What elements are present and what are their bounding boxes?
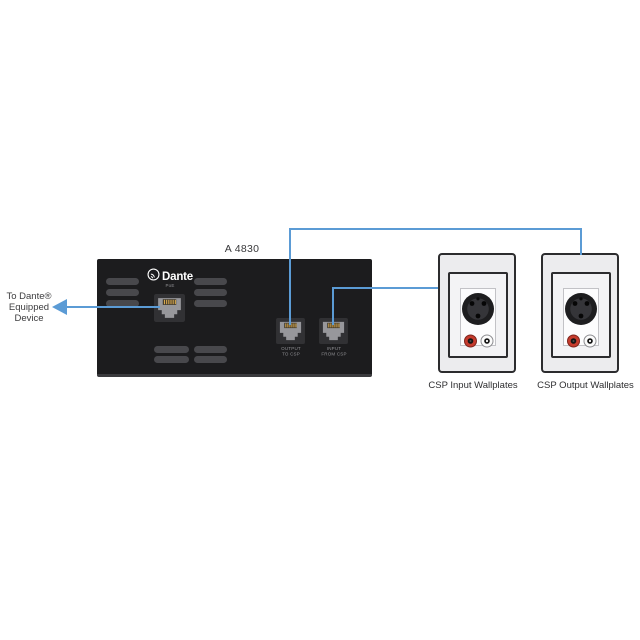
csp-output-wallplate (541, 253, 619, 373)
wire-output-horizontal (289, 228, 582, 230)
vent-slot (194, 356, 227, 363)
xlr-connector-icon (461, 290, 495, 333)
input-from-csp-label: INPUT FROM CSP (321, 346, 347, 357)
wire-input-horizontal (332, 287, 438, 289)
dante-poe-port (154, 294, 185, 322)
rj45-jack-icon (154, 294, 185, 322)
vent-slot (194, 300, 227, 307)
output-to-csp-label: OUTPUT TO CSP (281, 346, 301, 357)
wallplate-insert (563, 288, 599, 348)
csp-output-wallplates-label: CSP Output Wallplates (537, 380, 634, 391)
rj45-jack-icon (319, 318, 348, 344)
wire-dante-link (66, 306, 160, 308)
vent-slot (154, 346, 189, 353)
wallplate-inner-frame (551, 272, 611, 358)
csp-input-wallplate (438, 253, 516, 373)
csp-input-wallplates-label: CSP Input Wallplates (428, 380, 518, 391)
rj45-jack-icon (276, 318, 305, 344)
vent-slot (106, 278, 139, 285)
wire-input-vertical (332, 287, 334, 325)
xlr-connector-icon (564, 290, 598, 333)
poe-label: PoE (165, 283, 175, 288)
dante-branding: Dante (140, 268, 200, 286)
wallplate-insert (460, 288, 496, 348)
rca-jacks-icon (461, 334, 495, 353)
rca-jacks-icon (564, 334, 598, 353)
wallplate-inner-frame (448, 272, 508, 358)
vent-slot (194, 278, 227, 285)
arrow-left-icon (52, 299, 67, 315)
vent-slot (194, 346, 227, 353)
wire-output-vertical (289, 228, 291, 325)
dante-logo-icon (147, 268, 160, 286)
dante-logo-text: Dante (162, 270, 193, 283)
vent-slot (106, 289, 139, 296)
to-dante-device-annotation: To Dante® Equipped Device (6, 291, 52, 324)
output-to-csp-port (276, 318, 305, 344)
input-from-csp-port (319, 318, 348, 344)
device-model-label: A 4830 (224, 243, 260, 255)
vent-slot (106, 300, 139, 307)
vent-slot (194, 289, 227, 296)
vent-slot (154, 356, 189, 363)
wire-output-drop (580, 228, 582, 255)
